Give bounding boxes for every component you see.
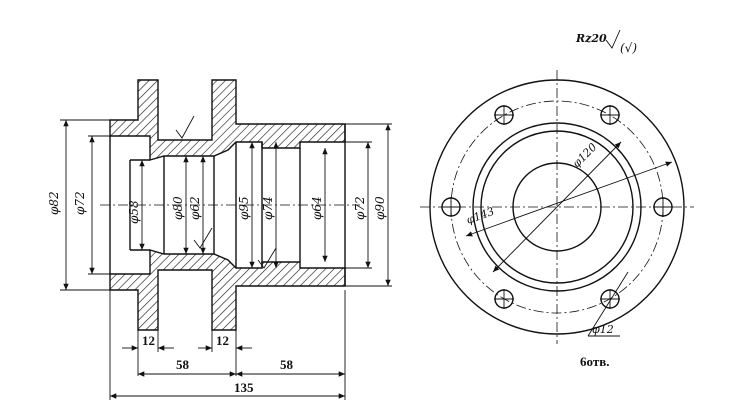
label-pitch-circle: φ120 [570, 141, 599, 170]
label-flange-1-width: 12 [142, 333, 155, 348]
section-view: φ82 φ72 φ58 φ80 φ62 φ95 φ74 φ64 φ72 φ90 … [47, 79, 392, 400]
roughness-mark [175, 115, 195, 139]
label-d90: φ90 [373, 196, 387, 220]
label-hole-count: 6отв. [580, 354, 610, 369]
label-d72-right: φ72 [353, 196, 367, 220]
label-flange-2-width: 12 [216, 333, 229, 348]
section-top-wall [109, 79, 346, 161]
label-d82: φ82 [47, 191, 61, 215]
roughness-check-icon [605, 29, 621, 49]
label-d80: φ80 [171, 196, 185, 220]
surface-finish-note: Rz20 (√) [575, 29, 637, 55]
label-d62: φ62 [188, 196, 202, 220]
label-bolt-circle: φ143 [465, 205, 496, 227]
label-d72-left: φ72 [73, 191, 87, 215]
label-d95: φ95 [237, 196, 251, 220]
label-overall-length: 135 [234, 380, 254, 395]
roughness-label: Rz20 [575, 32, 607, 45]
dim-line-bolt [465, 161, 673, 237]
roughness-suffix: (√) [620, 41, 637, 55]
label-d64: φ64 [310, 196, 324, 220]
roughness-mark [257, 247, 277, 269]
label-step-1: 58 [176, 357, 190, 372]
end-view: φ120 φ143 φ12 6отв. [420, 70, 694, 369]
label-step-2: 58 [280, 357, 294, 372]
label-d58: φ58 [127, 200, 141, 224]
label-hole-diameter: φ12 [592, 323, 614, 336]
section-bottom-wall [109, 249, 346, 331]
label-d74: φ74 [261, 196, 275, 220]
roughness-mark [193, 227, 213, 249]
hole-leader [587, 271, 629, 337]
